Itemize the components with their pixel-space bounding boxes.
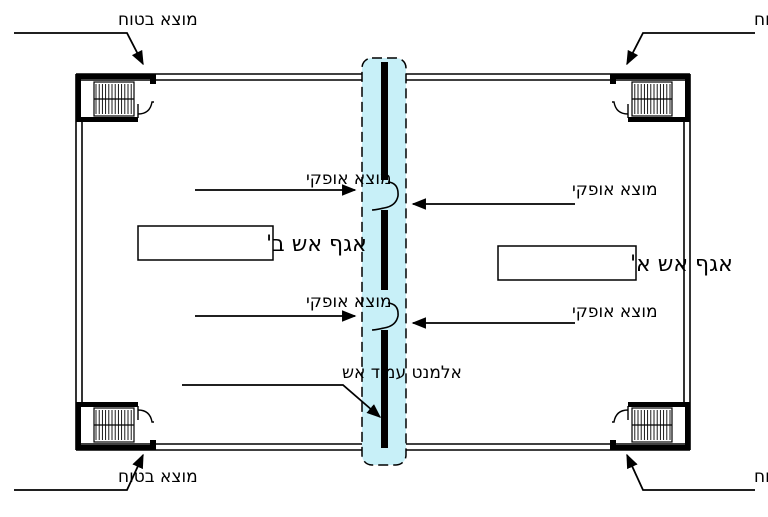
door-swing-icon — [612, 101, 629, 115]
horizontal-exit-label-left-2: מוצא אופקי — [306, 292, 392, 312]
fire-separation-wall — [381, 62, 388, 448]
stair-core-top-right — [610, 74, 690, 122]
stair-icon — [632, 410, 672, 440]
stair-core-top-left — [76, 74, 156, 122]
horizontal-exit-label-right-1: מוצא אופקי — [572, 180, 658, 200]
stair-core-bottom-left — [76, 402, 156, 450]
stair-icon — [632, 84, 672, 114]
safe-exit-label-bottom-left: מוצא בטוח — [118, 467, 198, 487]
horizontal-exit-door-2 — [371, 302, 399, 331]
arrows — [14, 32, 755, 491]
door-swing-icon — [137, 409, 154, 423]
safe-exit-label-top-left: מוצא בטוח — [118, 10, 198, 30]
horizontal-exit-door-1 — [371, 181, 399, 211]
fire-element-label: אלמנט עמיד אש — [342, 363, 462, 383]
stair-core-bottom-right — [610, 402, 690, 450]
fire-wing-b-label: אגף אש ב' — [266, 232, 367, 257]
horizontal-exit-label-right-2: מוצא אופקי — [572, 302, 658, 322]
safe-exit-label-bottom-right: מוצא בטוח — [754, 467, 768, 487]
fire-wing-a-box — [497, 245, 637, 281]
fire-wing-b-box — [137, 225, 274, 261]
fire-wing-a-label: אגף אש א' — [630, 252, 733, 277]
stair-icon — [94, 410, 134, 440]
stair-icon — [94, 84, 134, 114]
door-swing-icon — [612, 409, 629, 423]
door-swing-icon — [137, 101, 154, 115]
safe-exit-label-top-right: מוצא בטוח — [754, 10, 768, 30]
horizontal-exit-label-left-1: מוצא אופקי — [306, 169, 392, 189]
